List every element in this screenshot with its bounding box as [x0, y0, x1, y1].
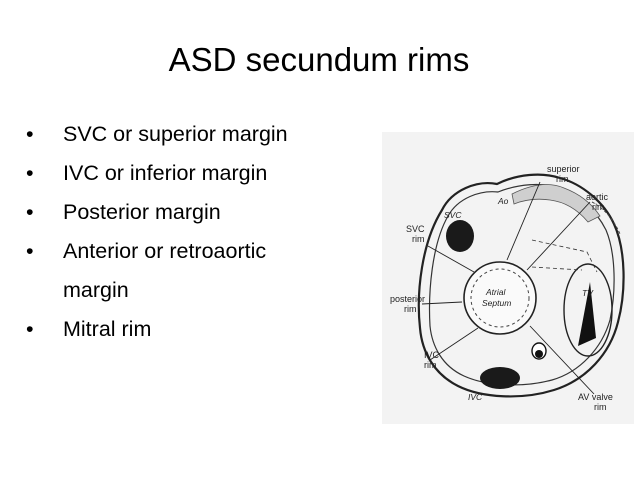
label-tv: TV	[582, 288, 594, 298]
label-superior-rim-line1: superior	[547, 164, 580, 174]
label-posterior-rim-line2: rim	[404, 304, 417, 314]
bullet-list: • SVC or superior margin • IVC or inferior…	[26, 118, 288, 352]
bullet-item: • Mitral rim	[26, 313, 288, 352]
posterior-rim-pointer	[421, 301, 463, 305]
bullet-text: SVC or superior margin	[63, 122, 288, 146]
label-posterior-rim-line1: posterior	[390, 294, 425, 304]
diagram-svg: superior rim aortic rim Ao SVC SVC rim p…	[382, 132, 634, 424]
bullet-marker: •	[26, 317, 34, 341]
coronary-sinus-opening	[535, 350, 543, 358]
bullet-continuation: margin	[26, 274, 288, 313]
label-atrial-septum-line2: Septum	[482, 298, 511, 308]
bullet-text: margin	[63, 278, 129, 302]
tricuspid-valve-leaflet	[578, 282, 596, 346]
fossa-ovalis-dashed	[470, 268, 530, 328]
bullet-marker: •	[26, 200, 34, 224]
bullet-item: • IVC or inferior margin	[26, 157, 288, 196]
svc-opening	[446, 220, 474, 252]
dashed-guide-line-2	[531, 266, 583, 271]
ivc-rim-pointer	[429, 327, 479, 361]
dashed-guide-line	[531, 239, 598, 273]
bullet-marker: •	[26, 161, 34, 185]
atrial-septum-circle	[463, 261, 537, 335]
label-svc: SVC	[444, 210, 462, 220]
bullet-marker: •	[26, 122, 34, 146]
bullet-text: IVC or inferior margin	[63, 161, 268, 185]
label-ivc-rim-line2: rim	[424, 360, 437, 370]
label-superior-rim-line2: rim	[556, 174, 569, 184]
bullet-item: • SVC or superior margin	[26, 118, 288, 157]
tricuspid-valve-outline	[563, 263, 613, 357]
label-svc-rim-line2: rim	[412, 234, 425, 244]
label-av-valve-rim-line2: rim	[594, 402, 607, 412]
av-valve-rim-pointer	[529, 325, 595, 395]
bullet-item: • Posterior margin	[26, 196, 288, 235]
bullet-text: Anterior or retroaortic	[63, 239, 267, 263]
heart-outline	[417, 173, 625, 398]
aortic-root-shading	[511, 184, 601, 223]
ivc-opening	[480, 367, 520, 389]
svc-rim-pointer	[427, 245, 475, 273]
label-aortic-rim-line2: rim	[592, 202, 605, 212]
bullet-marker: •	[26, 239, 34, 263]
septal-wall-outline	[428, 183, 615, 386]
label-ivc: IVC	[468, 392, 483, 402]
label-aortic-rim-line1: aortic	[586, 192, 609, 202]
atrial-septum-diagram: superior rim aortic rim Ao SVC SVC rim p…	[382, 132, 634, 424]
bullet-item: • Anterior or retroaortic	[26, 235, 288, 274]
label-av-valve-rim-line1: AV valve	[578, 392, 613, 402]
bullet-text: Posterior margin	[63, 200, 221, 224]
label-ao: Ao	[497, 196, 509, 206]
label-svc-rim-line1: SVC	[406, 224, 425, 234]
label-atrial-septum-line1: Atrial	[485, 287, 506, 297]
superior-rim-pointer	[506, 181, 541, 261]
label-ivc-rim-line1: IVC	[424, 350, 440, 360]
aortic-dashed-edge	[591, 201, 621, 235]
aortic-rim-pointer	[526, 201, 591, 271]
bullet-text: Mitral rim	[63, 317, 152, 341]
slide-title: ASD secundum rims	[168, 41, 470, 78]
